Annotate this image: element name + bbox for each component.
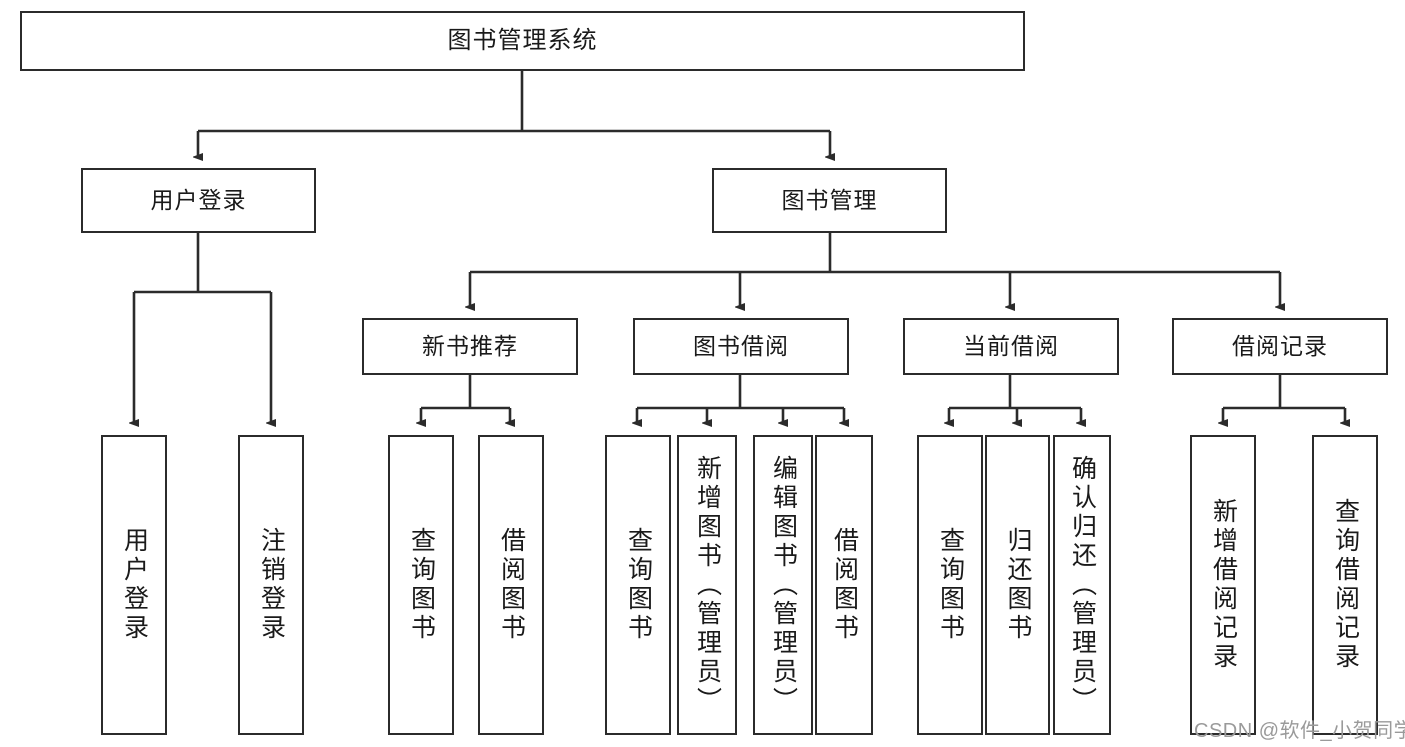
node-leaf-borrow-book-1[interactable]: 借阅图书 (478, 435, 544, 735)
node-leaf-query-record[interactable]: 查询借阅记录 (1312, 435, 1378, 735)
node-label: 新书推荐 (422, 333, 518, 360)
node-leaf-query-book-3[interactable]: 查询图书 (917, 435, 983, 735)
node-label: 借阅图书 (830, 527, 859, 643)
node-borrow-record[interactable]: 借阅记录 (1172, 318, 1388, 375)
node-label: 确认归还（管理员） (1068, 454, 1097, 716)
node-label: 图书管理 (781, 187, 878, 214)
node-leaf-edit-book[interactable]: 编辑图书（管理员） (753, 435, 813, 735)
node-label: 借阅记录 (1232, 333, 1328, 360)
csdn-watermark: CSDN @软件_小贺同学 (1194, 720, 1405, 742)
node-book-borrow[interactable]: 图书借阅 (633, 318, 849, 375)
node-label: 归还图书 (1004, 527, 1032, 643)
node-label: 查询借阅记录 (1331, 498, 1360, 672)
node-label: 当前借阅 (963, 333, 1059, 360)
node-label: 图书借阅 (693, 333, 789, 360)
node-label: 注销登录 (257, 527, 286, 643)
node-leaf-query-book-2[interactable]: 查询图书 (605, 435, 671, 735)
node-new-book-recommend[interactable]: 新书推荐 (362, 318, 578, 375)
node-current-borrow[interactable]: 当前借阅 (903, 318, 1119, 375)
node-label: 查询图书 (407, 527, 436, 643)
node-book-management[interactable]: 图书管理 (712, 168, 947, 233)
node-label: 新增借阅记录 (1209, 498, 1238, 672)
node-label: 查询图书 (936, 527, 965, 643)
node-label: 查询图书 (624, 527, 653, 643)
node-label: 用户登录 (120, 527, 149, 643)
node-label: 编辑图书（管理员） (769, 454, 798, 716)
node-root-system[interactable]: 图书管理系统 (20, 11, 1025, 71)
node-user-login[interactable]: 用户登录 (81, 168, 316, 233)
node-label: 用户登录 (150, 187, 247, 214)
node-leaf-borrow-book-2[interactable]: 借阅图书 (815, 435, 873, 735)
node-label: 借阅图书 (497, 527, 526, 643)
node-leaf-user-login[interactable]: 用户登录 (101, 435, 167, 735)
node-leaf-confirm-return[interactable]: 确认归还（管理员） (1053, 435, 1111, 735)
node-label: 图书管理系统 (447, 27, 598, 55)
node-leaf-logout-login[interactable]: 注销登录 (238, 435, 304, 735)
node-label: 新增图书（管理员） (693, 454, 722, 716)
node-leaf-add-record[interactable]: 新增借阅记录 (1190, 435, 1256, 735)
node-leaf-return-book[interactable]: 归还图书 (985, 435, 1050, 735)
node-leaf-query-book-1[interactable]: 查询图书 (388, 435, 454, 735)
node-leaf-add-book[interactable]: 新增图书（管理员） (677, 435, 737, 735)
